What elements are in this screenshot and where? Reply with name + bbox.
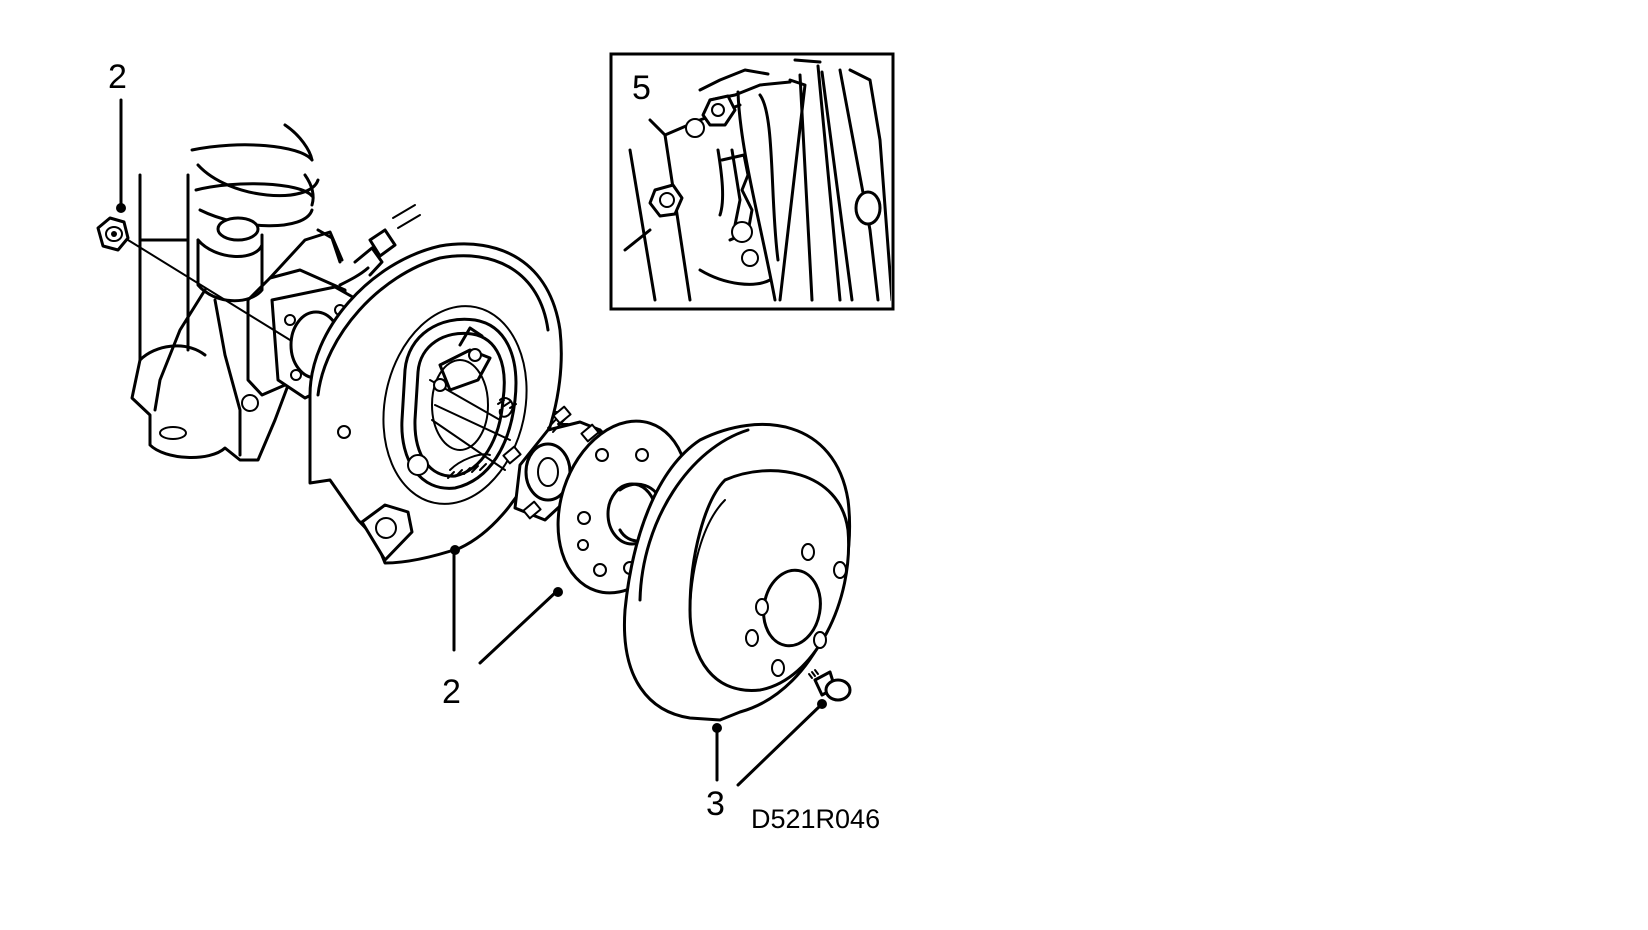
strut-cap <box>216 216 260 242</box>
callout-label-disc: 3 <box>706 785 725 823</box>
disc-retaining-screw <box>808 669 852 702</box>
shoe-spring-upper <box>498 397 514 418</box>
disc-bolt-holes <box>745 543 847 677</box>
brake-disc <box>622 422 852 722</box>
mounting-nut <box>96 216 291 341</box>
knuckle-slot <box>159 426 187 440</box>
nut-alignment-line <box>127 239 291 341</box>
inset-detail <box>609 52 895 311</box>
backing-plate <box>308 242 563 565</box>
leader-lines <box>116 98 827 787</box>
coil-spring <box>190 123 320 228</box>
callout-label-inset: 5 <box>632 69 651 107</box>
knuckle <box>130 230 347 462</box>
inset-brake-line-bracket <box>623 58 891 302</box>
parking-brake-shoes <box>400 317 518 490</box>
callout-label-parts-group: 2 <box>442 673 461 711</box>
disc-hat <box>688 469 851 692</box>
inset-frame <box>609 52 895 311</box>
abs-sensor-connector <box>338 204 421 287</box>
drawing-code: D521R046 <box>751 804 880 834</box>
callout-label-nut: 2 <box>108 58 127 96</box>
shoe-spring-lower <box>449 453 491 471</box>
hub-alignment-line <box>431 419 506 471</box>
rear-brake-exploded-diagram: 2 2 3 5 D521R046 <box>96 52 895 834</box>
wheel-studs <box>502 405 600 520</box>
strut-assembly <box>138 123 342 362</box>
